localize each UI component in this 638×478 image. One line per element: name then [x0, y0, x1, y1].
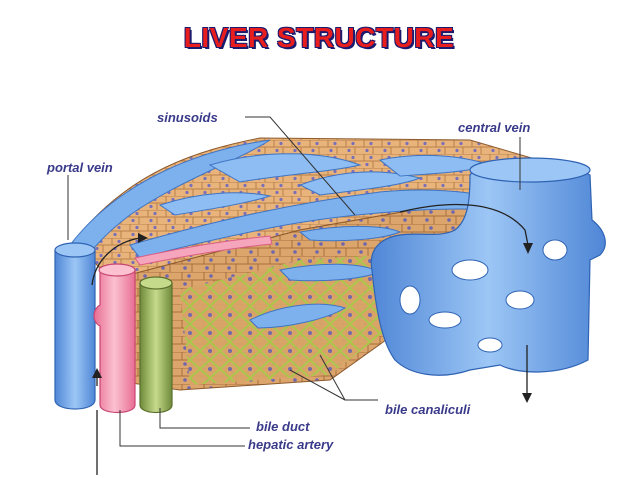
diagram-title: LIVER STRUCTURE [183, 22, 455, 53]
hepatic-artery-opening [98, 263, 136, 277]
flow-arrow [399, 203, 529, 246]
central-vein-opening [469, 157, 591, 183]
arrow-down-head [522, 393, 532, 403]
arrow-head [138, 233, 148, 243]
sinusoid-channel [208, 153, 362, 183]
leader-bile-duct [159, 408, 250, 429]
sinusoid-cut [249, 303, 347, 329]
label-bile-canaliculi: bile canaliculi [385, 402, 471, 417]
vein-hole [451, 259, 489, 281]
vein-hole [505, 290, 535, 310]
portal-vein-opening [54, 242, 96, 258]
label-sinusoids: sinusoids [157, 110, 218, 125]
sinusoid-channel [298, 171, 422, 196]
leader-bile-canaliculi-2 [289, 369, 346, 401]
portal-vein-tube [54, 249, 96, 410]
arrow-up-head [92, 368, 102, 378]
flow-arrow [91, 237, 141, 286]
leader-sinusoids [245, 116, 356, 216]
label-central-vein: central vein [458, 120, 531, 135]
arrow-down-head [523, 243, 533, 254]
bile-duct-tube [139, 282, 173, 414]
bile-duct-opening [139, 276, 173, 290]
hepatic-artery-branch [134, 235, 273, 266]
hepatic-artery-tube [93, 269, 136, 414]
label-portal-vein: portal vein [47, 160, 113, 175]
vein-hole [542, 239, 568, 261]
label-hepatic-artery: hepatic artery [248, 437, 334, 452]
sinusoid-cut [298, 225, 402, 242]
vein-hole [399, 285, 421, 315]
sinusoid-channel [158, 192, 272, 216]
vein-hole [428, 311, 462, 329]
leader-hepatic-artery [119, 410, 245, 447]
vein-hole [477, 337, 503, 353]
label-bile-duct: bile duct [256, 419, 310, 434]
